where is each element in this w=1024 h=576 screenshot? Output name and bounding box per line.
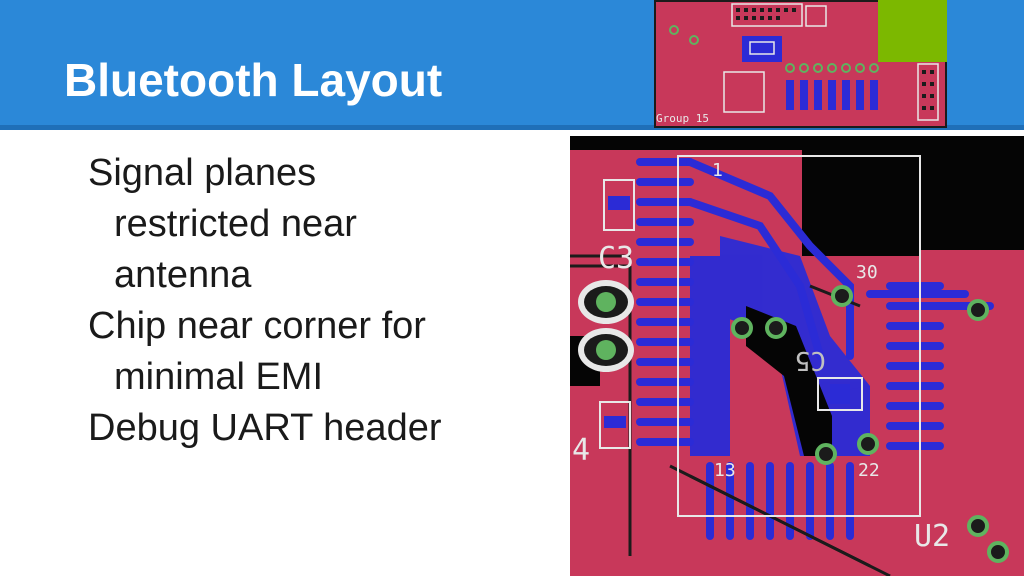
header-divider [0,125,1024,130]
board-thumbnail-image: Group 15 [654,0,947,128]
cap-c5-label: C5 [795,345,826,375]
bullet-item-chip-corner: Chip near corner for minimal EMI [88,301,558,403]
thumbnail-label: Group 15 [656,112,709,125]
via [967,299,989,321]
via [967,515,989,537]
antenna-region [878,0,947,62]
via [987,541,1009,563]
bullet-item-signal-planes: Signal planes restricted near antenna [88,148,558,301]
bullet-item-debug-uart: Debug UART header [88,403,558,454]
cap-c4-footprint [599,401,631,449]
pcb-zoom-image: 1 30 13 22 C3 C5 4 U2 [570,136,1024,576]
pin-30-label: 30 [856,262,878,283]
cap-c3-footprint [603,179,635,231]
cap-c5-footprint [817,377,863,411]
bullet-line: Debug UART header [88,407,442,449]
bullet-line: antenna [114,254,252,296]
antenna-keepout [802,150,1024,256]
via [815,443,837,465]
chip-outline [677,155,921,517]
cap-c3-label: C3 [598,241,634,276]
bullet-line: minimal EMI [114,356,324,398]
slide-title: Bluetooth Layout [64,54,443,106]
via [765,317,787,339]
via [831,285,853,307]
via [731,317,753,339]
cap-c4-label: 4 [572,433,590,468]
bullet-list: Signal planes restricted near antenna Ch… [88,148,558,454]
bullet-line: restricted near [114,203,357,245]
header-pads [578,280,634,372]
bullet-line: Chip near corner for [88,305,426,347]
bullet-line: Signal planes [88,152,317,194]
pin-13-label: 13 [714,460,736,481]
chip-u2-label: U2 [914,519,950,554]
pin-22-label: 22 [858,460,880,481]
via [857,433,879,455]
pin-1-label: 1 [712,160,723,181]
